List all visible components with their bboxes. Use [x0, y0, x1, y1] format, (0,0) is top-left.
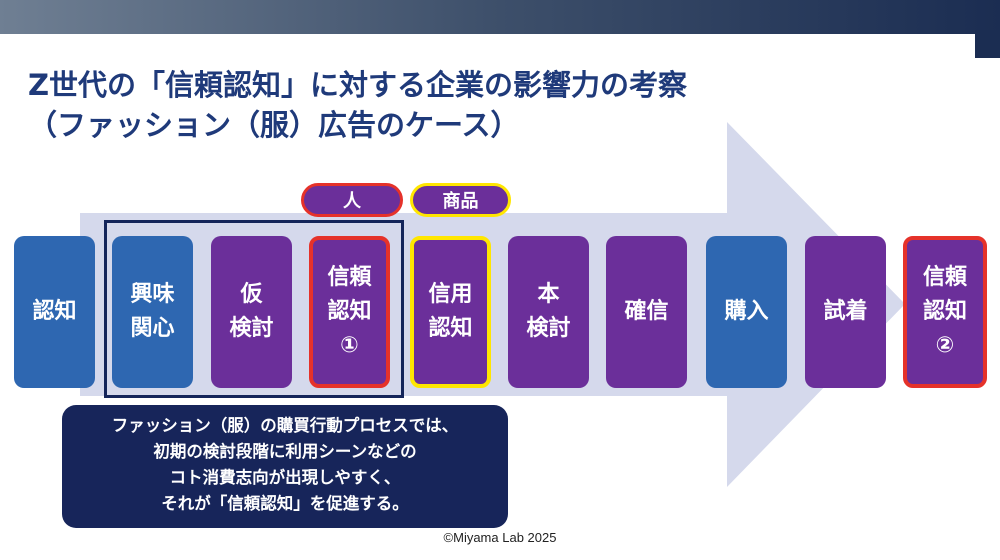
slide-title-line-2: （ファッション（服）広告のケース） — [28, 108, 520, 142]
explanation-note: ファッション（服）の購買行動プロセスでは、 初期の検討段階に利用シーンなどの コ… — [62, 405, 508, 528]
stage-box: 購入 — [706, 236, 787, 388]
early-stage-highlight-frame — [104, 220, 404, 398]
stage-label: 本 検討 — [526, 281, 571, 341]
stage-box: 認知 — [14, 236, 95, 388]
stage-box: 興味 関心 — [112, 236, 193, 388]
stage-box: 本 検討 — [508, 236, 589, 388]
stage-label: 興味 関心 — [130, 281, 175, 341]
stage-label: 信頼 認知 ② — [922, 264, 967, 359]
person-label: 人 — [343, 191, 361, 212]
header-band — [0, 0, 1000, 34]
stage-label: 購入 — [724, 298, 769, 324]
person-label-pill: 人 — [301, 183, 403, 217]
stage-box: 信用 認知 — [410, 236, 491, 388]
stage-label: 確信 — [624, 298, 669, 324]
slide-title-line-1: Z世代の「信頼認知」に対する企業の影響力の考察 — [28, 68, 688, 102]
header-corner-block — [975, 30, 1000, 58]
stage-box: 信頼 認知 ① — [309, 236, 390, 388]
stage-label: 信頼 認知 ① — [327, 264, 372, 359]
note-line: 初期の検討段階に利用シーンなどの — [153, 442, 417, 461]
stage-box: 確信 — [606, 236, 687, 388]
stage-label: 認知 — [32, 298, 77, 324]
stage-label: 試着 — [823, 298, 868, 324]
stage-box: 信頼 認知 ② — [903, 236, 987, 388]
note-line: コト消費志向が出現しやすく、 — [169, 468, 401, 487]
product-label: 商品 — [442, 191, 479, 212]
stage-box: 仮 検討 — [211, 236, 292, 388]
copyright-text: ©Miyama Lab 2025 — [443, 530, 557, 545]
stage-label: 信用 認知 — [428, 281, 473, 341]
note-line: ファッション（服）の購買行動プロセスでは、 — [111, 416, 459, 435]
stage-box: 試着 — [805, 236, 886, 388]
note-line: それが「信頼認知」を促進する。 — [161, 494, 409, 513]
stage-label: 仮 検討 — [229, 281, 274, 341]
product-label-pill: 商品 — [410, 183, 511, 217]
